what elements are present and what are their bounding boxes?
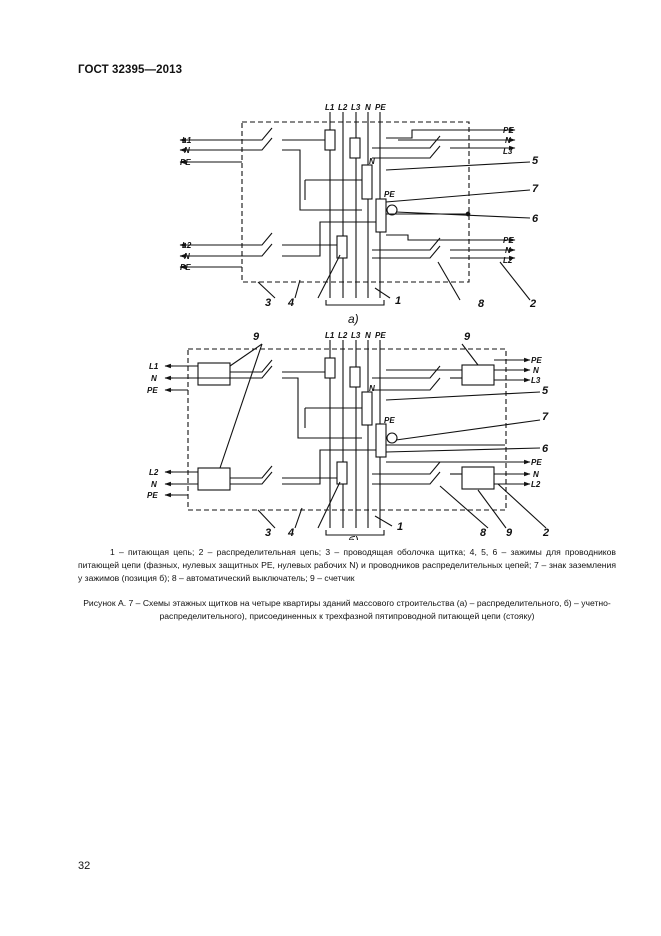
callout-8: 8 <box>478 298 485 310</box>
riser-label-l1: L1 <box>325 331 335 340</box>
page-number: 32 <box>78 860 91 872</box>
callout-9: 9 <box>464 331 471 343</box>
callout-3: 3 <box>265 527 271 539</box>
right-label-l3: L3 <box>503 147 513 156</box>
right-label-l2: L2 <box>503 256 513 265</box>
callout-7: 7 <box>532 183 539 195</box>
figure-panel-diagrams: L1 L2 L3 N PE L1 N PE L2 N PE PE N L3 PE… <box>147 103 549 540</box>
callout-8: 8 <box>480 527 487 539</box>
left-label-pe: PE <box>180 158 191 167</box>
left-label-l1: L1 <box>182 136 192 145</box>
diagram-b-enclosure <box>187 348 507 511</box>
right-label-n: N <box>505 136 511 145</box>
right-label-l2: L2 <box>531 480 541 489</box>
callout-6: 6 <box>542 443 549 455</box>
callout-7: 7 <box>542 411 549 423</box>
callout-5: 5 <box>532 155 539 167</box>
callout-2: 2 <box>542 527 549 539</box>
right-label-pe: PE <box>503 126 514 135</box>
left-label-n: N <box>151 480 157 489</box>
riser-label-pe: PE <box>375 103 386 112</box>
left-label-l2: L2 <box>149 468 159 477</box>
riser-label-pe: PE <box>375 331 386 340</box>
riser-label-l3: L3 <box>351 331 361 340</box>
left-label-n: N <box>184 252 190 261</box>
left-label-pe: PE <box>147 386 158 395</box>
callout-3: 3 <box>265 297 271 309</box>
diagram-b <box>164 340 547 536</box>
right-label-pe: PE <box>531 356 542 365</box>
callout-4: 4 <box>287 527 294 539</box>
callout-6: 6 <box>532 213 539 225</box>
diagram-b-labels: L1 L2 L3 N PE L1 N PE L2 N PE PE N L3 PE… <box>147 331 549 540</box>
callout-9: 9 <box>253 331 260 343</box>
terminal-label-n: N <box>369 157 375 166</box>
left-label-pe: PE <box>147 491 158 500</box>
right-label-n: N <box>505 246 511 255</box>
terminal-label-n: N <box>369 384 375 393</box>
right-label-pe: PE <box>531 458 542 467</box>
left-label-l2: L2 <box>182 241 192 250</box>
right-label-n: N <box>533 366 539 375</box>
diagram-a <box>179 112 531 306</box>
callout-9: 9 <box>506 527 513 539</box>
left-label-n: N <box>151 374 157 383</box>
diagram-a-labels: L1 L2 L3 N PE L1 N PE L2 N PE PE N L3 PE… <box>180 103 539 326</box>
riser-label-n: N <box>365 103 371 112</box>
left-label-pe: PE <box>180 263 191 272</box>
terminal-label-pe: PE <box>384 416 395 425</box>
callout-5: 5 <box>542 385 549 397</box>
riser-label-l2: L2 <box>338 103 348 112</box>
callout-2: 2 <box>529 298 536 310</box>
riser-label-l2: L2 <box>338 331 348 340</box>
figure-legend: 1 – питающая цепь; 2 – распределительная… <box>78 547 616 583</box>
callout-4: 4 <box>287 297 294 309</box>
diagram-b-subtitle: б) <box>348 534 359 540</box>
riser-label-l3: L3 <box>351 103 361 112</box>
riser-label-n: N <box>365 331 371 340</box>
left-label-l1: L1 <box>149 362 159 371</box>
terminal-label-pe: PE <box>384 190 395 199</box>
riser-label-l1: L1 <box>325 103 335 112</box>
page-header: ГОСТ 32395—2013 <box>78 64 183 76</box>
right-label-n: N <box>533 470 539 479</box>
callout-1: 1 <box>395 295 401 307</box>
diagram-a-subtitle: а) <box>348 312 359 326</box>
callout-1: 1 <box>397 521 403 533</box>
left-label-n: N <box>184 146 190 155</box>
figure-caption: Рисунок А. 7 – Схемы этажных щитков на ч… <box>83 598 611 621</box>
right-label-pe: PE <box>503 236 514 245</box>
right-label-l3: L3 <box>531 376 541 385</box>
